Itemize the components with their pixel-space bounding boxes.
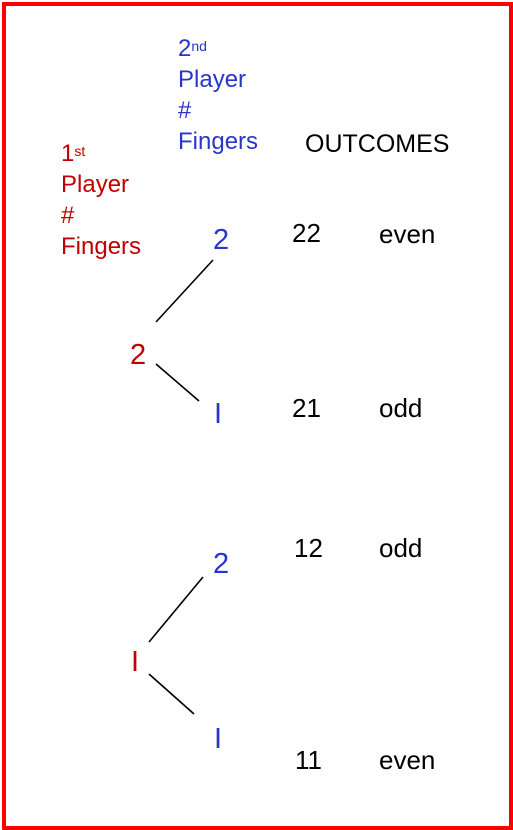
branch-line-1-to-2 — [148, 576, 204, 643]
second-player-hash: # — [178, 97, 192, 124]
branch-line-1-to-1 — [148, 673, 195, 715]
outcome-parity-1: even — [379, 219, 436, 249]
outcome-code-3: 12 — [294, 533, 323, 563]
first-player-ordinal: 1 — [61, 140, 75, 167]
second-node-lower-2: 2 — [213, 548, 230, 580]
second-node-upper-2: 2 — [213, 224, 230, 256]
outcome-parity-4: even — [379, 745, 436, 775]
branch-line-2-to-1 — [155, 363, 200, 402]
outcome-parity-3: odd — [379, 533, 423, 563]
outcomes-title: OUTCOMES — [305, 130, 450, 158]
second-player-ordinal-suffix: nd — [191, 38, 207, 54]
outcome-code-4: 11 — [295, 745, 322, 775]
branch-line-2-to-2 — [155, 259, 214, 323]
first-player-fingers: Fingers — [61, 233, 142, 260]
second-node-lower-1: I — [214, 723, 223, 755]
first-node-1: I — [131, 646, 140, 678]
second-node-upper-1: I — [214, 398, 223, 430]
second-player-fingers: Fingers — [178, 128, 259, 155]
first-player-ordinal-suffix: st — [74, 143, 86, 159]
first-player-header: 1st Player # Fingers — [61, 138, 141, 262]
outcome-code-1: 22 — [292, 218, 321, 248]
first-player-label: Player — [61, 171, 130, 198]
first-player-hash: # — [61, 202, 75, 229]
first-node-2: 2 — [130, 339, 147, 371]
second-player-ordinal: 2 — [178, 35, 192, 62]
second-player-label: Player — [178, 66, 247, 93]
outcome-code-2: 21 — [292, 393, 321, 423]
second-player-header: 2nd Player # Fingers — [178, 33, 258, 157]
outcome-parity-2: odd — [379, 393, 423, 423]
